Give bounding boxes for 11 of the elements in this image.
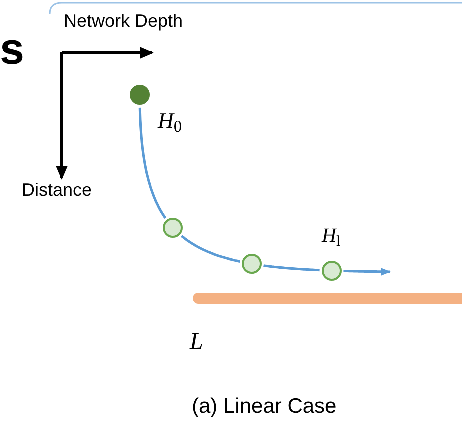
caption: (a) Linear Case — [192, 396, 337, 417]
curve-segment — [138, 108, 167, 220]
curve-segment — [264, 264, 320, 272]
node-label: H$_{l}$ — [322, 226, 341, 246]
node-label: H$_{0}$ — [158, 110, 182, 132]
curve-segment — [180, 235, 240, 264]
axis-label: Network Depth — [64, 12, 184, 30]
curve-segment — [343, 268, 391, 276]
heading-fragment: s — [0, 28, 24, 72]
baseline-label: L — [190, 330, 204, 354]
axis-label: Distance — [22, 181, 92, 199]
